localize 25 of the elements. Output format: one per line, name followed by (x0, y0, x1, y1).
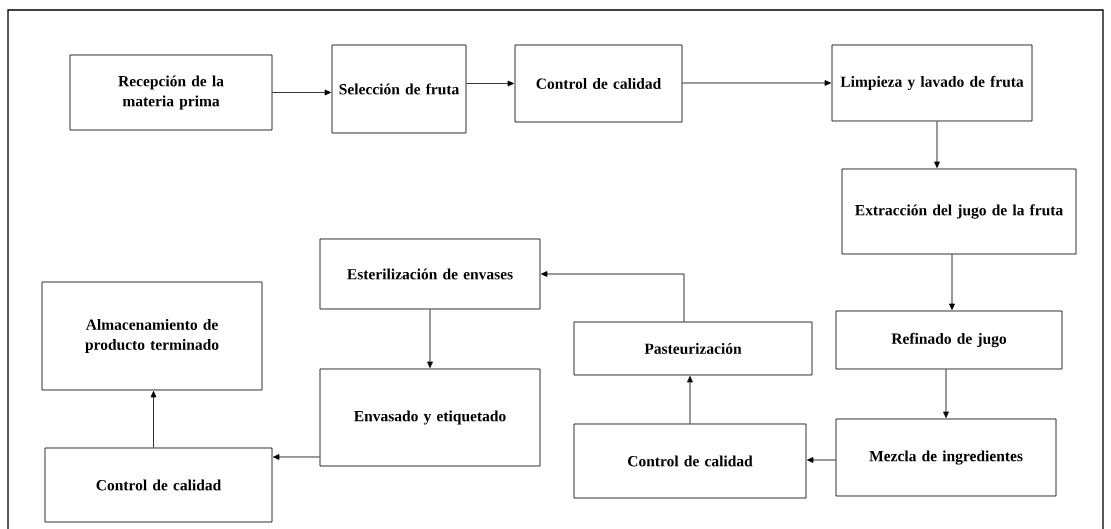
process-box: Selección de fruta (331, 44, 467, 134)
arrow (943, 369, 949, 418)
process-box: Almacenamiento de producto terminado (41, 281, 263, 391)
arrow (273, 454, 320, 460)
arrow (150, 391, 157, 448)
process-box: Esterilización de envases (319, 238, 541, 310)
process-box: Control de calidad (44, 447, 273, 523)
process-box: Recepción de la materia prima (69, 54, 273, 131)
process-box: Extracción del jugo de la fruta (841, 168, 1077, 255)
process-box: Envasado y etiquetado (319, 368, 541, 467)
arrow (934, 121, 940, 168)
arrow (687, 376, 693, 424)
arrow (682, 80, 831, 86)
arrow (541, 271, 685, 322)
arrow (949, 254, 955, 310)
process-box: Pasteurización (573, 321, 813, 376)
arrow (807, 457, 836, 463)
process-box: Control de calidad (514, 44, 683, 123)
process-box: Refinado de jugo (835, 310, 1063, 370)
arrow (466, 80, 514, 87)
process-box: Mezcla de ingredientes (835, 418, 1057, 497)
process-box: Limpieza y lavado de fruta (831, 44, 1033, 122)
arrow (272, 89, 331, 96)
process-box: Control de calidad (573, 423, 807, 499)
arrow (427, 309, 433, 368)
